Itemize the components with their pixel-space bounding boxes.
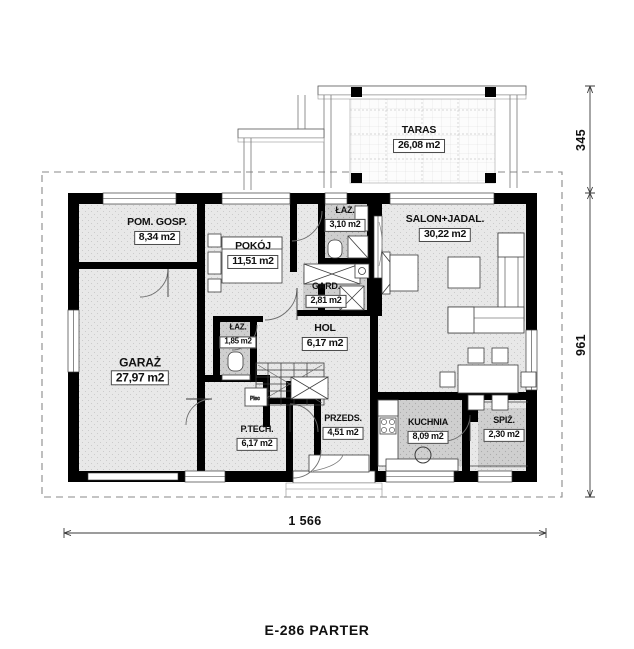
terrace-pergola (237, 85, 527, 190)
furniture-bathroom-bottom (221, 351, 251, 381)
site-boundary-dashed (41, 171, 563, 498)
terrace-columns (351, 87, 496, 183)
furniture-bedroom (207, 233, 283, 293)
fill-kuchnia (396, 398, 462, 466)
fill-spiz (478, 408, 528, 468)
dimension-lines (63, 85, 595, 538)
furniture-kitchen (377, 399, 459, 472)
windows (67, 192, 538, 483)
plan-title: E-286 PARTER (264, 622, 370, 638)
door-swings (139, 210, 471, 479)
svg-text:Piec: Piec (250, 396, 260, 402)
furniture-technical-room: Piec (244, 387, 268, 407)
furniture-living-room (381, 232, 537, 411)
entry-porch (285, 454, 383, 497)
staircase (255, 362, 325, 406)
room-fills (76, 201, 529, 475)
furniture-hall-closet (290, 376, 329, 400)
garage-door (83, 471, 183, 482)
terrace-area (237, 85, 527, 190)
